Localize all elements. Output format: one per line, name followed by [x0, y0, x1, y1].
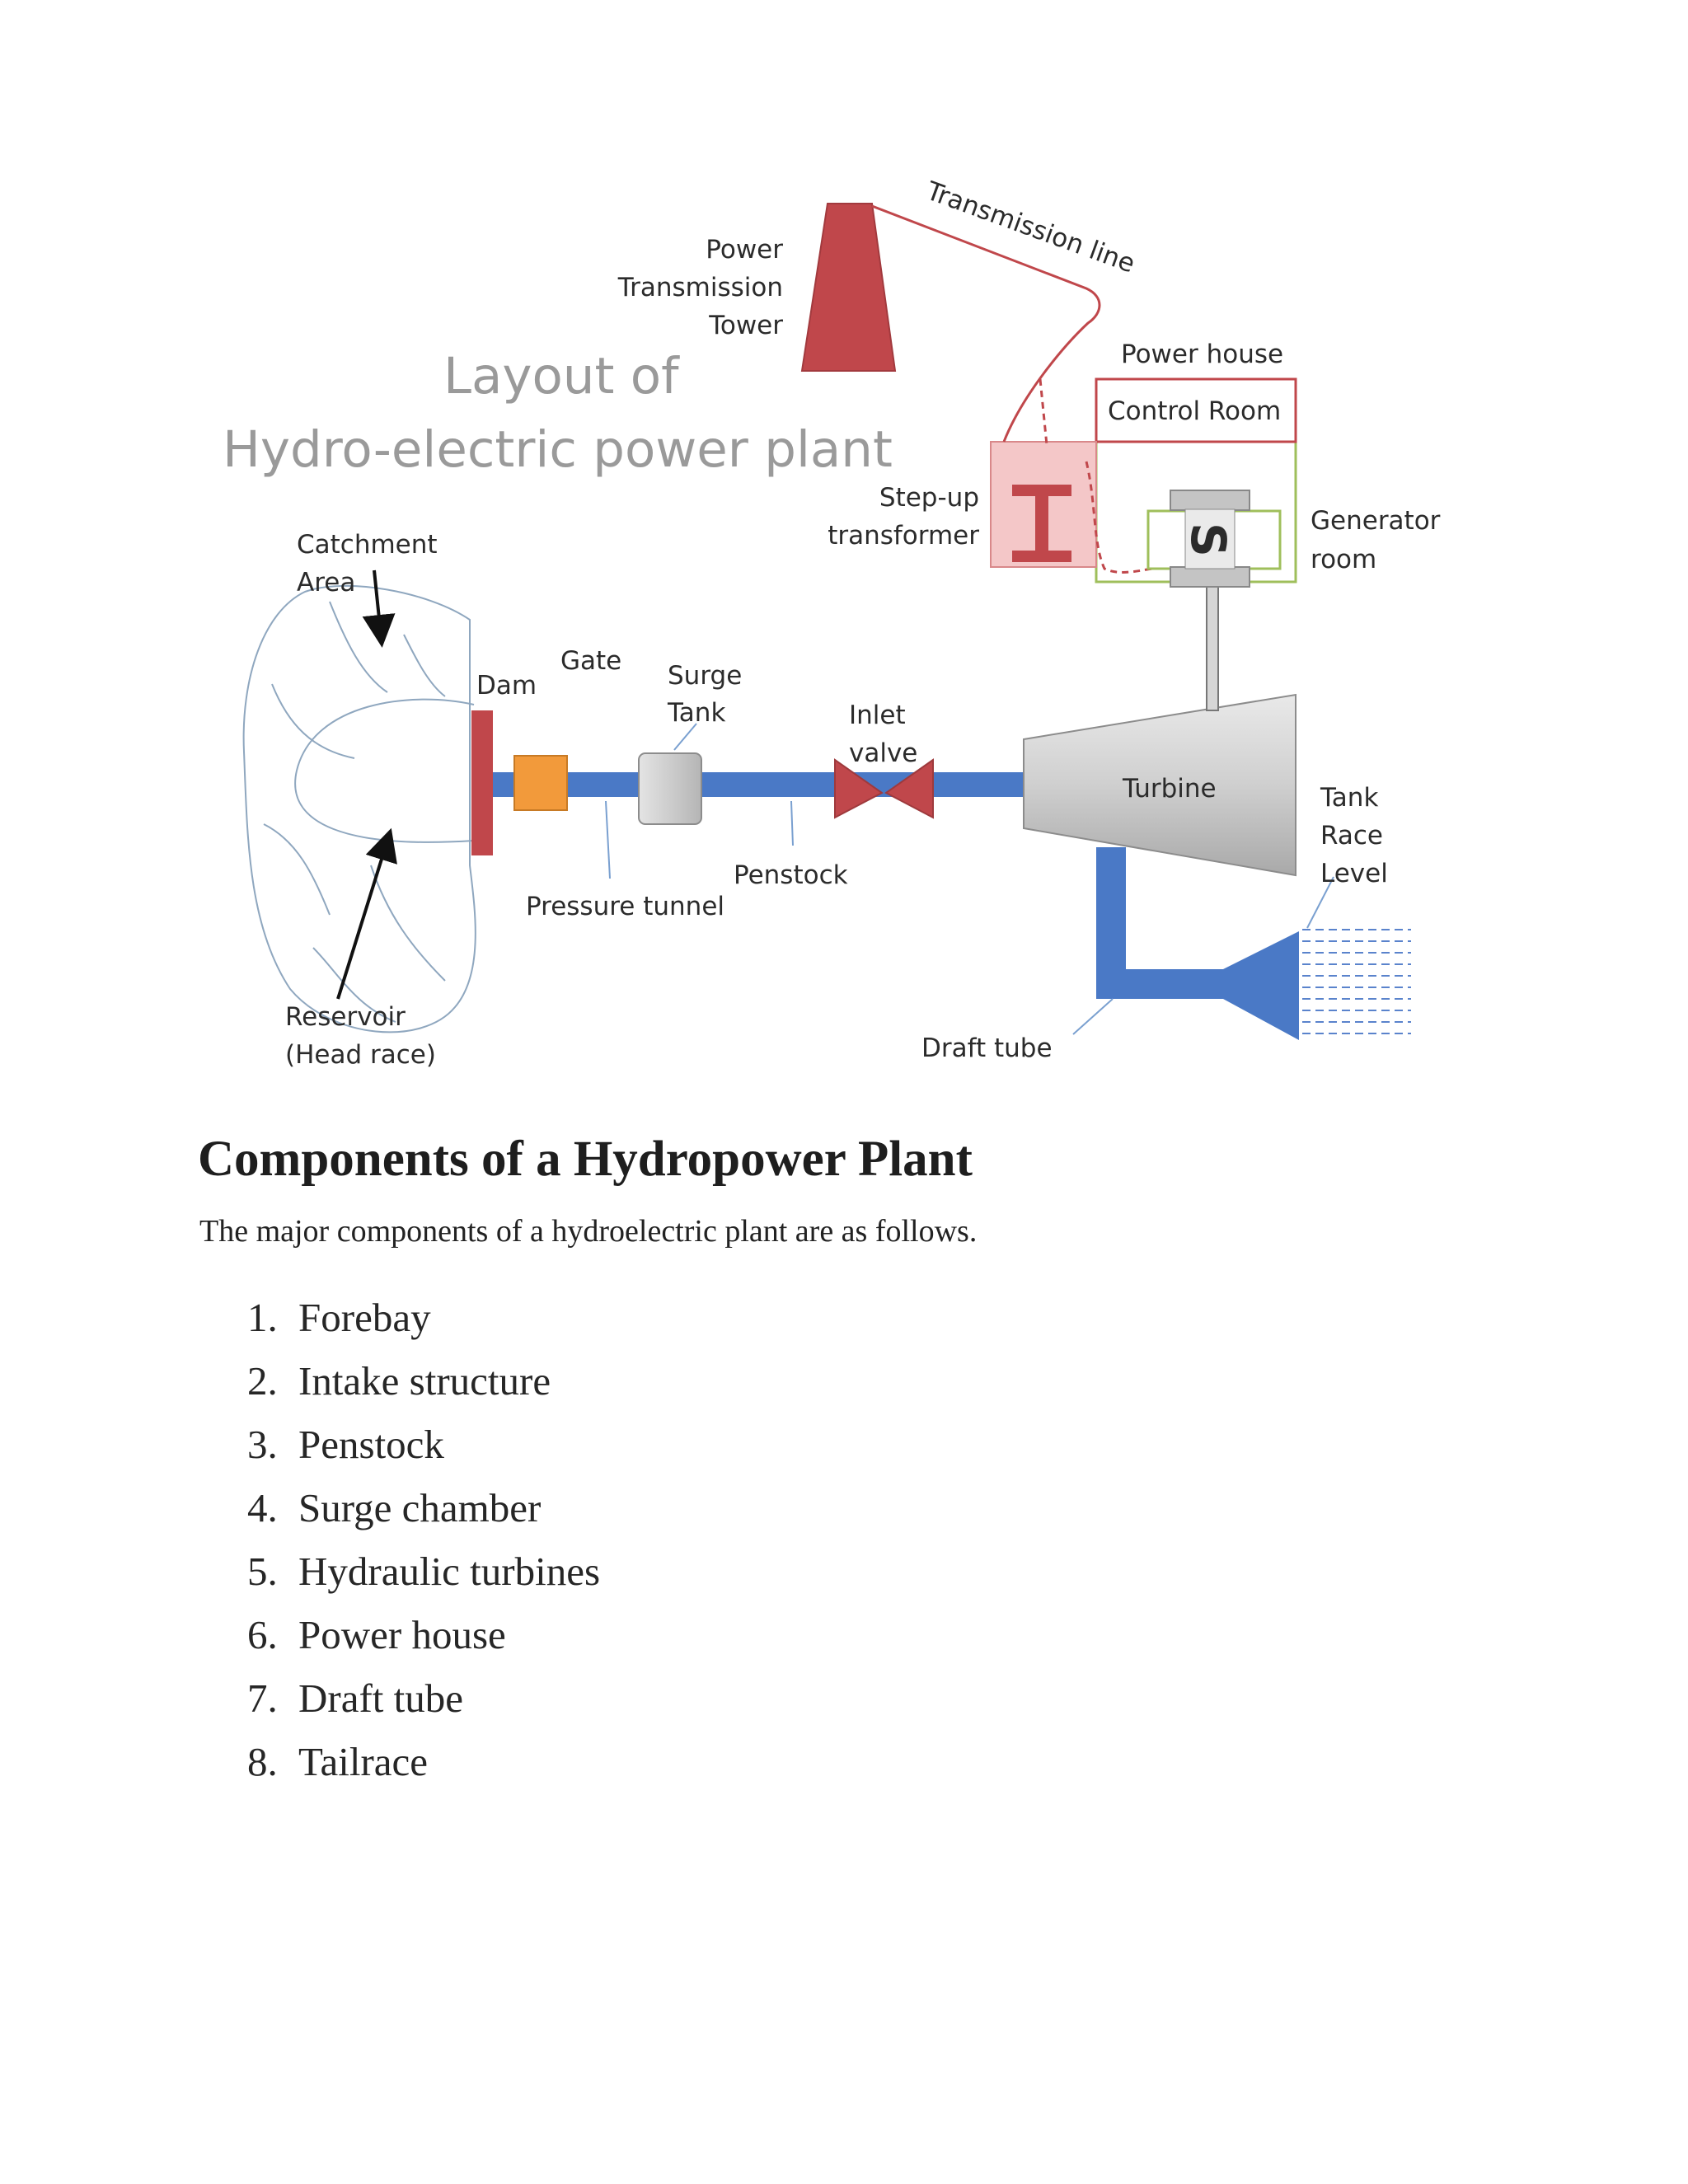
dam: [471, 710, 493, 855]
transmission-line: [871, 204, 1101, 443]
power-tower-label-1: Power: [706, 235, 783, 265]
list-item: 6. Power house: [247, 1603, 600, 1666]
list-item-number: 4.: [247, 1485, 278, 1530]
generator-shaft: [1206, 586, 1219, 711]
inlet-valve: [834, 758, 934, 819]
list-item-label: Intake structure: [298, 1358, 551, 1404]
list-item: 1. Forebay: [247, 1286, 600, 1349]
transmission-line-label: Transmission line: [921, 176, 1138, 279]
list-item: 4. Surge chamber: [247, 1476, 600, 1540]
reservoir-label-2: (Head race): [285, 1040, 436, 1070]
catchment-label-1: Catchment: [297, 530, 438, 560]
list-item-number: 7.: [247, 1675, 278, 1721]
list-item: 7. Draft tube: [247, 1666, 600, 1730]
components-list: 1.Forebay 2.Intake structure 3.Penstock …: [247, 1286, 600, 1793]
list-item-number: 3.: [247, 1422, 278, 1467]
pressure-tunnel: [493, 772, 1029, 797]
list-item-label: Surge chamber: [298, 1485, 542, 1530]
tail-race-water: [1302, 929, 1411, 1034]
draft-tube-label: Draft tube: [921, 1033, 1053, 1063]
hydro-plant-layout-diagram: Layout of Hydro-electric power plant Pow…: [223, 176, 1441, 1070]
list-item: 5. Hydraulic turbines: [247, 1540, 600, 1603]
list-item-label: Penstock: [298, 1422, 444, 1467]
diagram-title-line1: Layout of: [443, 347, 680, 405]
draft-tube: [1096, 847, 1299, 1040]
list-item-label: Draft tube: [298, 1675, 463, 1721]
step-up-transformer: [1012, 485, 1071, 562]
list-item-label: Forebay: [298, 1295, 431, 1340]
reservoir-label-1: Reservoir: [285, 1002, 406, 1032]
list-item-number: 6.: [247, 1612, 278, 1657]
list-item-number: 1.: [247, 1295, 278, 1340]
generator-symbol: S: [1180, 523, 1236, 557]
inlet-label-2: valve: [849, 738, 917, 768]
dam-label: Dam: [476, 671, 537, 701]
section-heading: Components of a Hydropower Plant: [198, 1132, 973, 1187]
inlet-label-1: Inlet: [849, 701, 906, 730]
generator-label-1: Generator: [1311, 506, 1441, 536]
generator-label-2: room: [1311, 545, 1376, 574]
step-up-label-1: Step-up: [879, 483, 979, 513]
reservoir-sketch: [242, 584, 476, 1033]
gate: [513, 755, 568, 811]
list-item-label: Hydraulic turbines: [298, 1549, 601, 1594]
surge-label-2: Tank: [667, 698, 725, 728]
tank-label-2: Race: [1320, 821, 1383, 851]
penstock-label: Penstock: [734, 860, 848, 890]
power-house-label: Power house: [1121, 340, 1283, 369]
intro-paragraph: The major components of a hydroelectric …: [199, 1214, 978, 1249]
power-tower-label-3: Tower: [708, 311, 783, 340]
turbine: [1023, 693, 1296, 877]
list-item-label: Tailrace: [298, 1739, 429, 1784]
power-transmission-tower: [800, 203, 897, 372]
list-item-number: 2.: [247, 1358, 278, 1404]
list-item: 2. Intake structure: [247, 1349, 600, 1413]
pressure-tunnel-label: Pressure tunnel: [526, 892, 724, 921]
turbine-label: Turbine: [1122, 774, 1217, 804]
list-item-label: Power house: [298, 1612, 506, 1657]
reservoir-arrow: [336, 827, 397, 1000]
transformer-cable: [1039, 378, 1155, 574]
gate-label: Gate: [560, 646, 621, 676]
control-room-label: Control Room: [1108, 396, 1281, 426]
power-tower-label-2: Transmission: [617, 273, 783, 302]
step-up-label-2: transformer: [828, 521, 979, 551]
control-room: [1095, 377, 1297, 443]
list-item-number: 8.: [247, 1739, 278, 1784]
diagram-title-line2: Hydro-electric power plant: [223, 420, 893, 479]
tank-label-1: Tank: [1320, 783, 1378, 813]
list-item-number: 5.: [247, 1549, 278, 1594]
tank-label-3: Level: [1320, 859, 1388, 888]
list-item: 8. Tailrace: [247, 1730, 600, 1793]
list-item: 3. Penstock: [247, 1413, 600, 1476]
surge-label-1: Surge: [668, 661, 742, 691]
catchment-arrow: [362, 569, 396, 648]
catchment-label-2: Area: [297, 568, 355, 598]
surge-tank: [638, 752, 702, 825]
